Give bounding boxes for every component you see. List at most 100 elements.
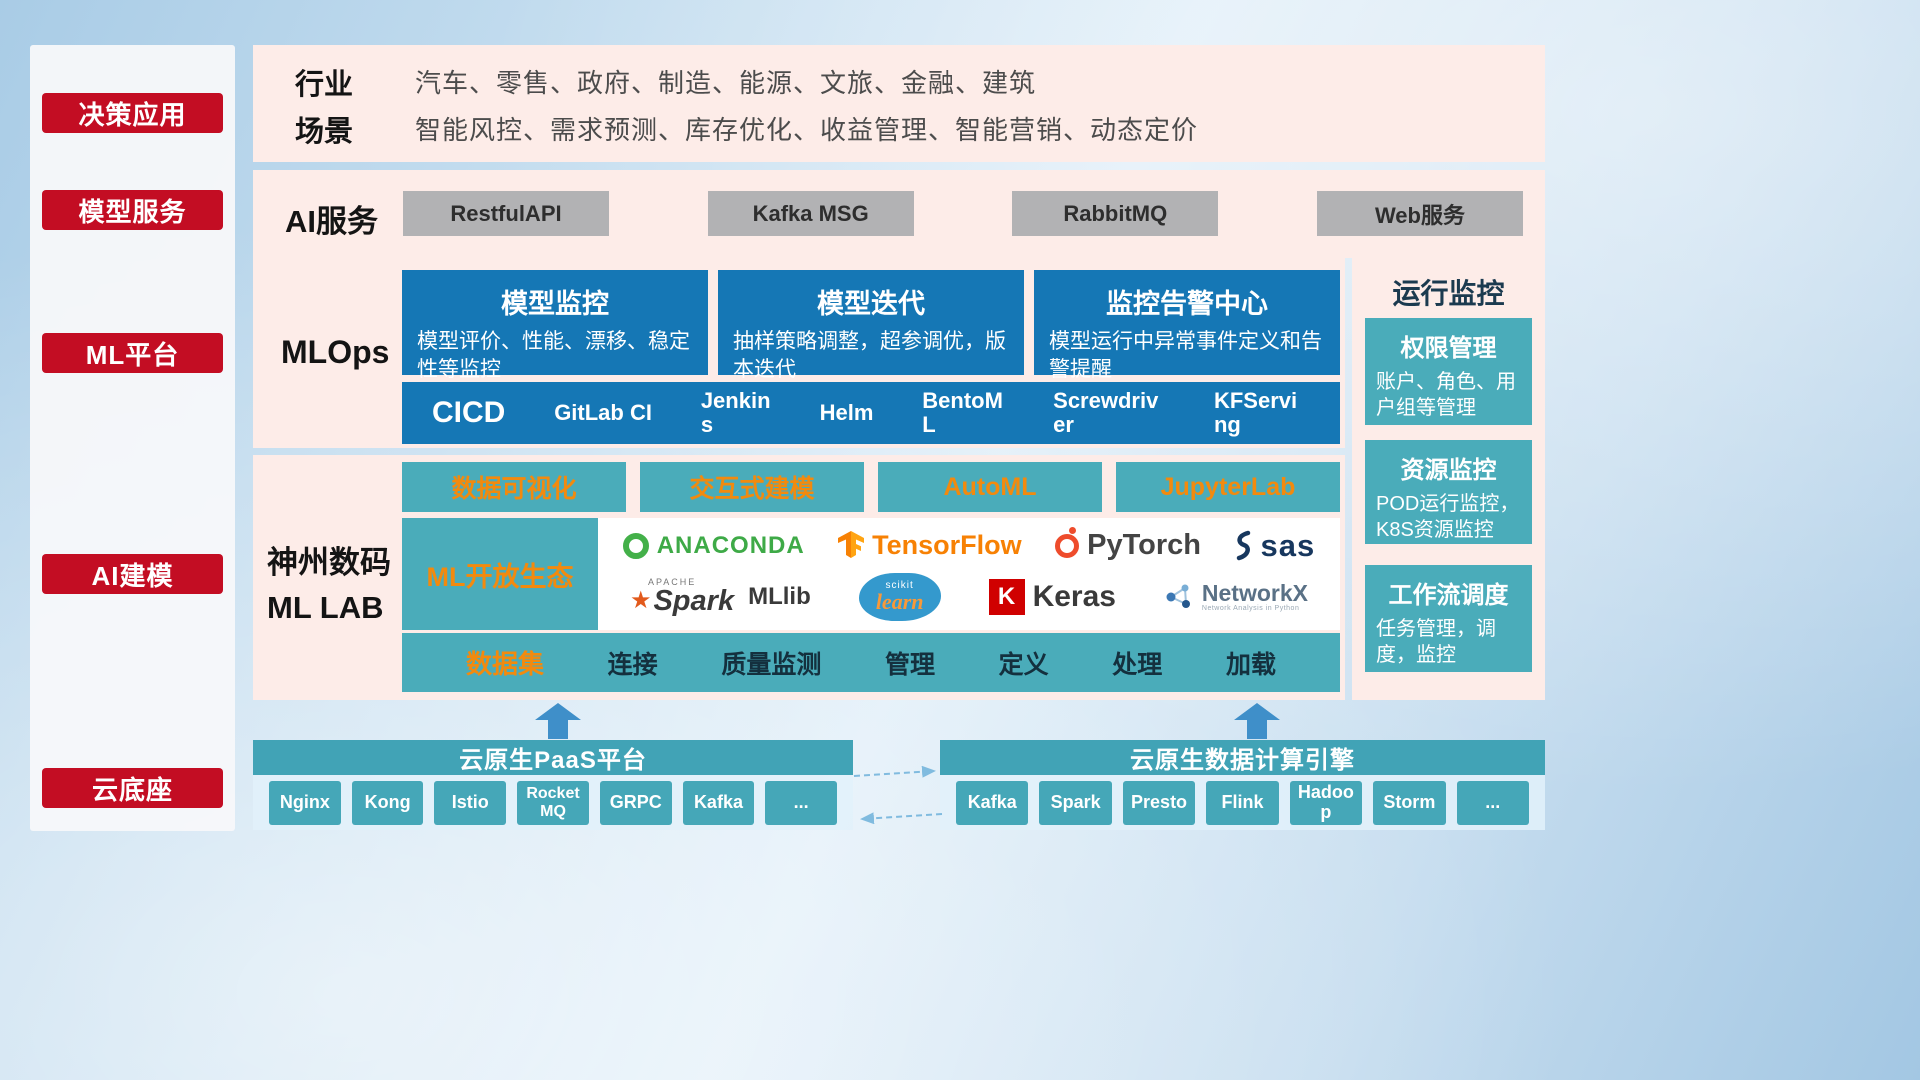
dataset-quality: 质量监测 bbox=[721, 650, 822, 679]
tool-data-visualization[interactable]: 数据可视化 bbox=[402, 462, 626, 512]
mllab-label-line1: 神州数码 bbox=[267, 545, 391, 580]
nav-ai-modeling[interactable]: AI建模 bbox=[42, 554, 223, 594]
mllab-label-line2: ML LAB bbox=[267, 589, 384, 625]
ai-service-restfulapi-button[interactable]: RestfulAPI bbox=[403, 191, 609, 236]
mlops-panel: MLOps 模型监控 模型评价、性能、漂移、稳定性等监控 模型迭代 抽样策略调整… bbox=[253, 258, 1345, 448]
paas-kafka-button[interactable]: Kafka bbox=[682, 780, 755, 825]
resource-monitoring-title: 资源监控 bbox=[1400, 457, 1497, 484]
keras-logo: K Keras bbox=[988, 578, 1116, 615]
model-monitoring-title: 模型监控 bbox=[501, 289, 609, 319]
networkx-logo: NetworkX Network Analysis in Python bbox=[1164, 581, 1308, 612]
tool-jupyterlab[interactable]: JupyterLab bbox=[1116, 462, 1340, 512]
paas-kong-button[interactable]: Kong bbox=[351, 780, 424, 825]
scikit-learn-icon: scikit learn bbox=[858, 572, 941, 621]
engine-buttons-band: Kafka Spark Presto Flink Hadoop Storm ..… bbox=[940, 775, 1545, 830]
workflow-scheduling-card: 工作流调度 任务管理，调度，监控 bbox=[1365, 565, 1532, 672]
permission-mgmt-title: 权限管理 bbox=[1400, 335, 1497, 362]
dataset-define: 定义 bbox=[998, 650, 1049, 679]
mlops-label: MLOps bbox=[281, 334, 390, 370]
model-iteration-card: 模型迭代 抽样策略调整，超参调优，版本迭代 bbox=[718, 270, 1024, 381]
runtime-monitoring-title: 运行监控 bbox=[1392, 278, 1505, 309]
resource-monitoring-desc: POD运行监控，K8S资源监控 bbox=[1376, 493, 1520, 542]
keras-icon: K bbox=[988, 578, 1025, 615]
mllab-panel: 神州数码 ML LAB 数据可视化 交互式建模 AutoML JupyterLa… bbox=[253, 455, 1345, 700]
ai-service-panel: AI服务 RestfulAPI Kafka MSG RabbitMQ Web服务 bbox=[253, 170, 1545, 258]
nav-model-service[interactable]: 模型服务 bbox=[42, 190, 223, 230]
cicd-bar: CICD GitLab CI Jenkins Helm BentoML Scre… bbox=[402, 382, 1340, 444]
model-iteration-desc: 抽样策略调整，超参调优，版本迭代 bbox=[733, 330, 1006, 381]
workflow-scheduling-title: 工作流调度 bbox=[1388, 582, 1509, 609]
engine-kafka-button[interactable]: Kafka bbox=[956, 780, 1029, 825]
dataset-bar: 数据集 连接 质量监测 管理 定义 处理 加载 bbox=[402, 633, 1340, 692]
industry-values: 汽车、零售、政府、制造、能源、文旅、金融、建筑 bbox=[415, 68, 1037, 98]
dataset-label: 数据集 bbox=[466, 649, 545, 679]
workflow-scheduling-desc: 任务管理，调度，监控 bbox=[1376, 618, 1496, 667]
runtime-monitoring-panel: 运行监控 权限管理 账户、角色、用户组等管理 资源监控 POD运行监控，K8S资… bbox=[1352, 258, 1545, 700]
spark-mllib-logo: APACHE ★ Spark MLlib bbox=[629, 576, 811, 617]
sas-icon bbox=[1237, 530, 1251, 560]
dataset-load: 加载 bbox=[1225, 650, 1276, 679]
engine-hadoop-button[interactable]: Hadoop bbox=[1289, 780, 1363, 825]
dataset-manage: 管理 bbox=[884, 650, 935, 679]
cicd-jenkins: Jenkins bbox=[700, 388, 771, 437]
left-nav: 决策应用 模型服务 ML平台 AI建模 云底座 bbox=[30, 45, 235, 831]
scikit-learn-logo: scikit learn bbox=[858, 572, 941, 621]
engine-flink-button[interactable]: Flink bbox=[1206, 780, 1279, 825]
engine-storm-button[interactable]: Storm bbox=[1373, 780, 1446, 825]
industry-row: 行业 汽车、零售、政府、制造、能源、文旅、金融、建筑 bbox=[253, 58, 1545, 105]
industry-label: 行业 bbox=[295, 68, 354, 101]
model-iteration-title: 模型迭代 bbox=[817, 289, 925, 319]
ai-service-rabbitmq-button[interactable]: RabbitMQ bbox=[1012, 191, 1219, 236]
tensorflow-logo: TensorFlow bbox=[838, 530, 1022, 561]
cicd-screwdriver: Screwdriver bbox=[1053, 388, 1159, 437]
resource-monitoring-card: 资源监控 POD运行监控，K8S资源监控 bbox=[1365, 440, 1532, 544]
nav-ml-platform[interactable]: ML平台 bbox=[42, 333, 223, 373]
paas-istio-button[interactable]: Istio bbox=[434, 780, 507, 825]
cicd-helm: Helm bbox=[819, 400, 874, 426]
ai-service-web-button[interactable]: Web服务 bbox=[1316, 191, 1523, 236]
scene-row: 场景 智能风控、需求预测、库存优化、收益管理、智能营销、动态定价 bbox=[253, 105, 1545, 152]
alert-center-card: 监控告警中心 模型运行中异常事件定义和告警提醒 bbox=[1034, 270, 1340, 381]
paas-platform-header: 云原生PaaS平台 bbox=[253, 740, 853, 775]
engine-spark-button[interactable]: Spark bbox=[1039, 780, 1112, 825]
cicd-gitlab-ci: GitLab CI bbox=[554, 400, 652, 426]
ml-ecosystem-block: ML开放生态 ANACONDA TensorFlow bbox=[402, 518, 1340, 630]
dataset-connect: 连接 bbox=[607, 650, 658, 679]
cicd-kfserving: KFServing bbox=[1213, 388, 1298, 437]
up-arrow-left-icon bbox=[535, 703, 581, 739]
ai-service-kafka-msg-button[interactable]: Kafka MSG bbox=[707, 191, 914, 236]
cicd-bentoml: BentoML bbox=[922, 388, 1003, 437]
scene-label: 场景 bbox=[295, 115, 354, 148]
dataset-process: 处理 bbox=[1112, 650, 1163, 679]
cicd-label: CICD bbox=[432, 396, 506, 429]
paas-nginx-button[interactable]: Nginx bbox=[269, 780, 341, 825]
tool-interactive-modeling[interactable]: 交互式建模 bbox=[640, 462, 864, 512]
alert-center-desc: 模型运行中异常事件定义和告警提醒 bbox=[1049, 330, 1322, 381]
paas-rocketmq-button[interactable]: RocketMQ bbox=[517, 780, 589, 825]
ml-ecosystem-label: ML开放生态 bbox=[402, 518, 598, 630]
sas-logo: sas bbox=[1234, 528, 1315, 564]
nav-decision-application[interactable]: 决策应用 bbox=[42, 93, 223, 133]
engine-more-button[interactable]: ... bbox=[1456, 780, 1529, 825]
tool-automl[interactable]: AutoML bbox=[878, 462, 1102, 512]
mllab-tools-row: 数据可视化 交互式建模 AutoML JupyterLab bbox=[402, 462, 1340, 512]
engine-presto-button[interactable]: Presto bbox=[1122, 780, 1196, 825]
ml-ecosystem-logos: ANACONDA TensorFlow PyTorch bbox=[598, 518, 1340, 630]
permission-mgmt-desc: 账户、角色、用户组等管理 bbox=[1376, 371, 1516, 420]
pytorch-logo: PyTorch bbox=[1055, 526, 1201, 562]
application-panel: 行业 汽车、零售、政府、制造、能源、文旅、金融、建筑 场景 智能风控、需求预测、… bbox=[253, 45, 1545, 162]
anaconda-logo: ANACONDA bbox=[622, 532, 805, 560]
pytorch-icon bbox=[1055, 526, 1080, 558]
paas-grpc-button[interactable]: GRPC bbox=[599, 780, 672, 825]
paas-more-button[interactable]: ... bbox=[765, 780, 838, 825]
anaconda-icon bbox=[622, 532, 649, 559]
tensorflow-icon bbox=[838, 530, 865, 558]
nav-cloud-base[interactable]: 云底座 bbox=[42, 768, 223, 808]
up-arrow-right-icon bbox=[1234, 703, 1280, 739]
mllab-label: 神州数码 ML LAB bbox=[267, 541, 399, 631]
paas-buttons-band: Nginx Kong Istio RocketMQ GRPC Kafka ... bbox=[253, 775, 853, 830]
model-monitoring-desc: 模型评价、性能、漂移、稳定性等监控 bbox=[417, 330, 690, 381]
spark-star-icon: ★ bbox=[629, 587, 652, 614]
scene-values: 智能风控、需求预测、库存优化、收益管理、智能营销、动态定价 bbox=[415, 115, 1199, 145]
